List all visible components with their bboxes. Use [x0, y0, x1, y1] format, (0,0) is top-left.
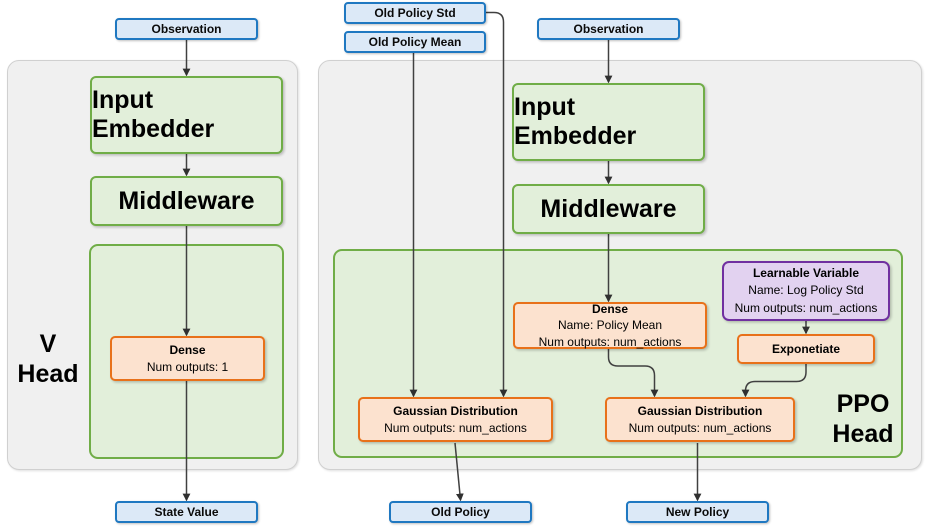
module-middleware-ppo[interactable]: Middleware — [512, 184, 705, 234]
io-observation-ppo-label: Observation — [573, 22, 644, 36]
io-new-policy-label: New Policy — [665, 505, 730, 519]
op-gaussian-distribution-old-line1: Num outputs: num_actions — [384, 420, 527, 435]
v-head-label: V Head — [12, 330, 84, 389]
op-dense-policy-mean[interactable]: Dense Name: Policy Mean Num outputs: num… — [513, 302, 707, 349]
io-old-policy-std[interactable]: Old Policy Std — [344, 2, 486, 24]
io-old-policy-std-label: Old Policy Std — [374, 6, 456, 20]
op-gaussian-distribution-new-title: Gaussian Distribution — [637, 404, 763, 419]
op-exponetiate[interactable]: Exponetiate — [737, 334, 875, 364]
var-log-policy-std-title: Learnable Variable — [752, 265, 860, 280]
v-head-label-line1: V — [39, 330, 57, 358]
ppo-head-label-line2: Head — [832, 419, 894, 448]
module-input-embedder-ppo[interactable]: Input Embedder — [512, 83, 705, 161]
io-old-policy[interactable]: Old Policy — [389, 501, 532, 523]
module-middleware-v[interactable]: Middleware — [90, 176, 283, 226]
ppo-head-label-line1: PPO — [836, 390, 890, 418]
var-log-policy-std[interactable]: Learnable Variable Name: Log Policy Std … — [722, 261, 890, 321]
io-old-policy-mean-label: Old Policy Mean — [368, 35, 462, 49]
io-state-value[interactable]: State Value — [115, 501, 258, 523]
var-log-policy-std-line2: Num outputs: num_actions — [734, 300, 878, 315]
var-log-policy-std-line1: Name: Log Policy Std — [748, 283, 864, 298]
op-dense-policy-mean-title: Dense — [591, 302, 629, 317]
op-gaussian-distribution-new[interactable]: Gaussian Distribution Num outputs: num_a… — [605, 397, 795, 442]
io-observation-v-label: Observation — [151, 22, 222, 36]
op-dense-policy-mean-line1: Name: Policy Mean — [557, 318, 663, 333]
module-input-embedder-v[interactable]: Input Embedder — [90, 76, 283, 154]
op-dense-v[interactable]: Dense Num outputs: 1 — [110, 336, 265, 381]
io-observation-ppo[interactable]: Observation — [537, 18, 680, 40]
op-dense-policy-mean-line2: Num outputs: num_actions — [538, 334, 682, 349]
v-head-label-line2: Head — [17, 359, 79, 388]
op-gaussian-distribution-new-line1: Num outputs: num_actions — [628, 420, 772, 435]
module-input-embedder-ppo-label: Input Embedder — [514, 93, 637, 150]
op-dense-v-line1: Num outputs: 1 — [146, 359, 229, 374]
op-exponetiate-title: Exponetiate — [771, 341, 840, 356]
io-new-policy[interactable]: New Policy — [626, 501, 769, 523]
io-old-policy-label: Old Policy — [431, 505, 490, 519]
op-gaussian-distribution-old[interactable]: Gaussian Distribution Num outputs: num_a… — [358, 397, 553, 442]
io-old-policy-mean[interactable]: Old Policy Mean — [344, 31, 486, 53]
module-input-embedder-v-label: Input Embedder — [92, 86, 215, 143]
op-gaussian-distribution-old-title: Gaussian Distribution — [393, 404, 518, 419]
io-state-value-label: State Value — [154, 505, 219, 519]
io-observation-v[interactable]: Observation — [115, 18, 258, 40]
module-middleware-v-label: Middleware — [118, 186, 255, 215]
module-middleware-ppo-label: Middleware — [540, 194, 677, 223]
op-dense-v-title: Dense — [169, 343, 206, 358]
ppo-head-label: PPO Head — [825, 390, 901, 449]
